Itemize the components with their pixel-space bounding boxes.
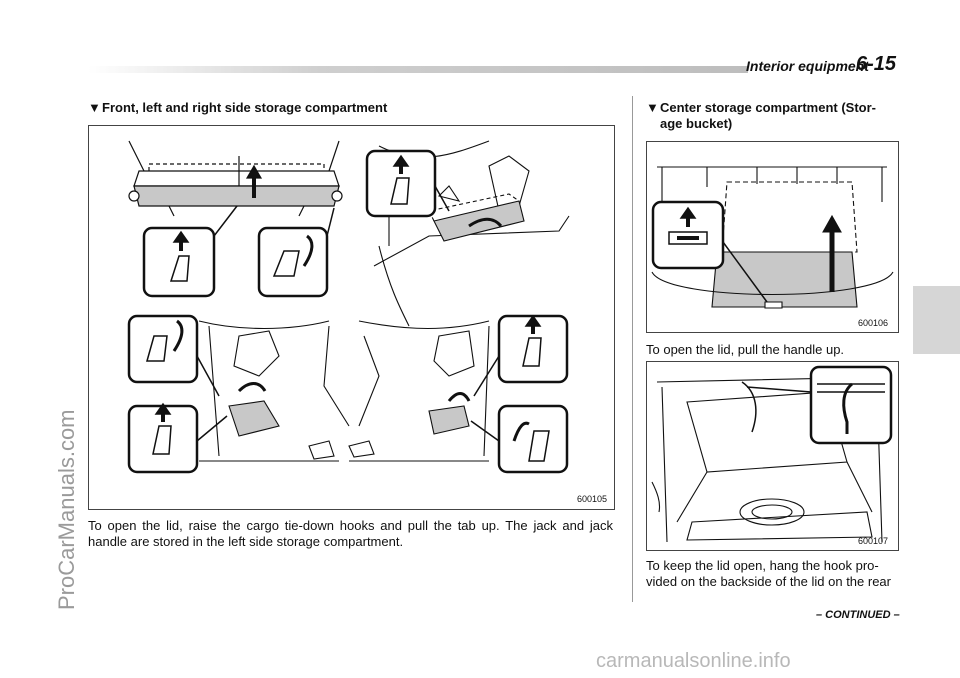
right-text-keep-open-line1: To keep the lid open, hang the hook pro- xyxy=(646,558,879,573)
figure-hook: 600107 xyxy=(646,361,899,551)
left-heading: ▼Front, left and right side storage comp… xyxy=(88,100,608,116)
heading-marker: ▼ xyxy=(88,100,101,115)
figure-code-600106: 600106 xyxy=(858,318,889,328)
continued-label: – CONTINUED – xyxy=(816,609,900,621)
hook-illustration xyxy=(651,365,893,543)
heading-marker: ▼ xyxy=(646,100,659,115)
left-heading-text: Front, left and right side storage compa… xyxy=(102,100,388,115)
page-number: 6-15 xyxy=(856,53,897,75)
right-text-keep-open: To keep the lid open, hang the hook pro-… xyxy=(646,558,901,590)
center-compartment-illustration xyxy=(651,166,894,309)
chapter-tab xyxy=(913,286,960,354)
right-heading: ▼Center storage compartment (Stor- age b… xyxy=(646,100,906,132)
figure-center-compartment: 600106 xyxy=(646,141,899,333)
right-heading-line1-text: Center storage compartment (Stor- xyxy=(660,100,876,115)
side-compartment-illustration xyxy=(127,140,570,474)
right-text-open-lid: To open the lid, pull the handle up. xyxy=(646,342,845,357)
sidebar-site-name: ProCarManuals.com xyxy=(54,409,79,610)
header-rule xyxy=(88,66,748,73)
right-heading-line2: age bucket) xyxy=(660,116,733,131)
right-text-keep-open-line2: vided on the backside of the lid on the … xyxy=(646,574,891,589)
left-body-text: To open the lid, raise the cargo tie-dow… xyxy=(88,518,613,549)
figure-code-600105: 600105 xyxy=(577,494,608,504)
figure-side-compartments: 600105 xyxy=(88,125,615,510)
figure-code-600107: 600107 xyxy=(858,536,889,546)
section-title: Interior equipment xyxy=(746,58,869,74)
right-heading-line1: ▼Center storage compartment (Stor- xyxy=(646,100,906,116)
footer-watermark: carmanualsonline.info xyxy=(596,650,791,672)
column-divider xyxy=(632,96,633,602)
